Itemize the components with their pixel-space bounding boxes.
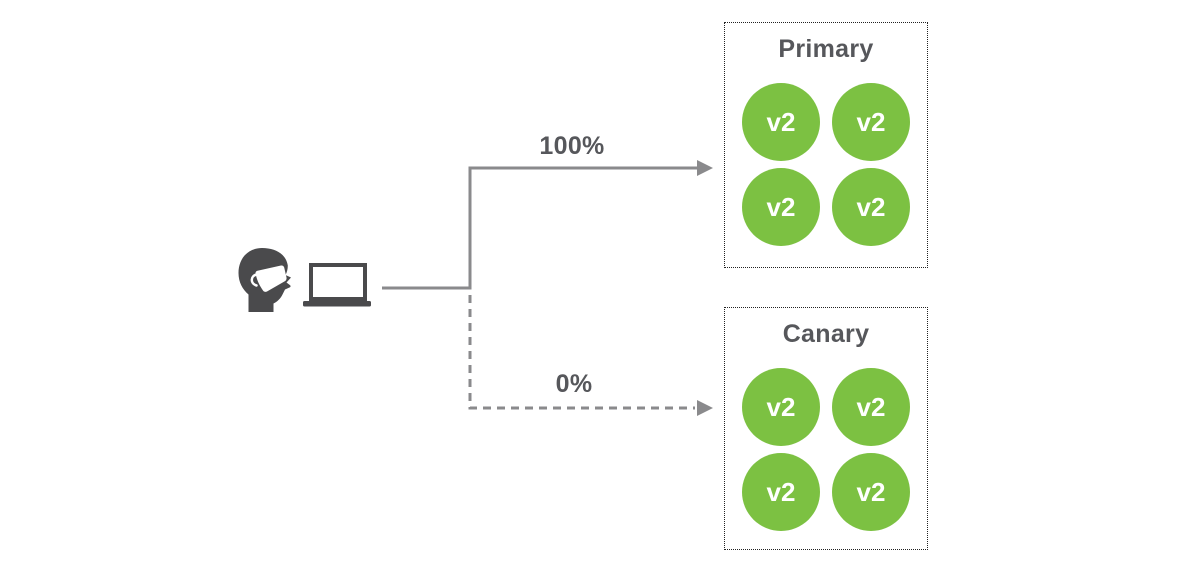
instance-circle: v2 [832, 368, 910, 446]
dashed-route-arrowhead [697, 400, 713, 416]
instance-circle: v2 [742, 453, 820, 531]
instance-label: v2 [856, 391, 886, 422]
primary-group-box: Primary v2 v2 v2 v2 [724, 22, 928, 268]
instance-label: v2 [856, 106, 886, 137]
route-label-0-percent: 0% [555, 370, 593, 398]
instance-label: v2 [766, 476, 796, 507]
route-label-100-percent: 100% [539, 132, 605, 160]
canary-instance-grid: v2 v2 v2 v2 [742, 368, 910, 531]
canary-group-title: Canary [782, 320, 870, 348]
face-mask [255, 265, 287, 292]
laptop-base [303, 301, 371, 307]
instance-circle: v2 [832, 168, 910, 246]
canary-group-box: Canary v2 v2 v2 v2 [724, 307, 928, 550]
instance-circle: v2 [742, 168, 820, 246]
instance-label: v2 [766, 191, 796, 222]
instance-circle: v2 [742, 83, 820, 161]
instance-label: v2 [766, 391, 796, 422]
instance-label: v2 [856, 476, 886, 507]
laptop-screen [309, 263, 367, 301]
instance-circle: v2 [832, 453, 910, 531]
primary-instance-grid: v2 v2 v2 v2 [742, 83, 910, 246]
solid-route-line [382, 166, 698, 290]
solid-route-arrowhead [697, 160, 713, 176]
instance-label: v2 [766, 106, 796, 137]
instance-circle: v2 [832, 83, 910, 161]
instance-label: v2 [856, 191, 886, 222]
masked-user-icon [238, 248, 291, 312]
mask-strap [250, 273, 258, 287]
primary-group-title: Primary [778, 35, 874, 63]
instance-circle: v2 [742, 368, 820, 446]
laptop-icon [303, 263, 371, 307]
